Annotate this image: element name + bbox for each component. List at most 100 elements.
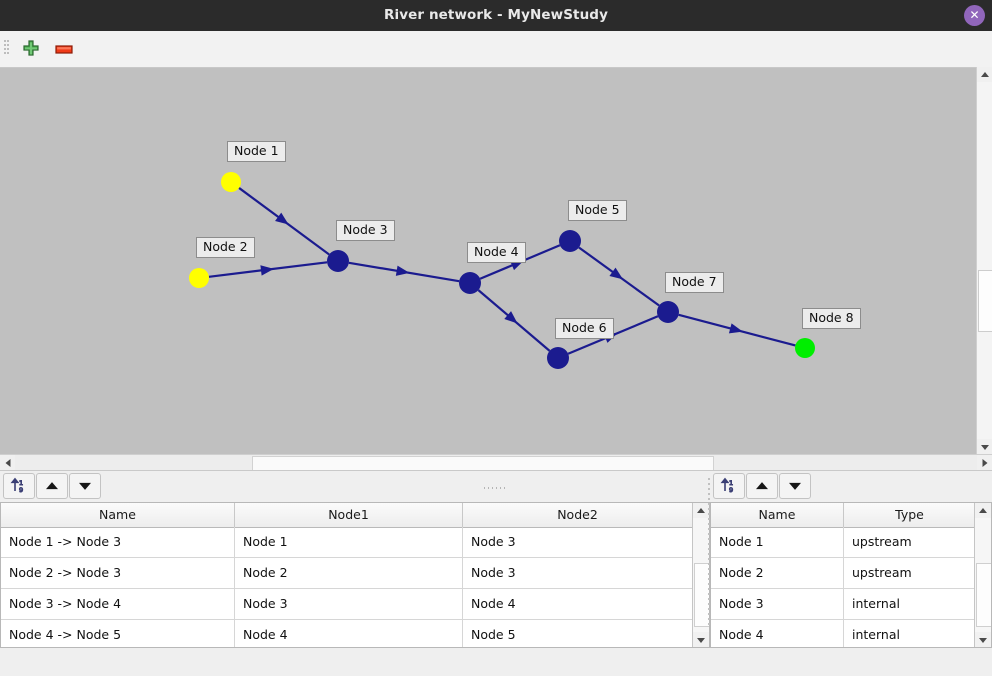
table-cell[interactable]: Node 4 (235, 620, 463, 647)
table-cell[interactable]: Node 3 (235, 589, 463, 619)
table-cell[interactable]: Node 3 (463, 558, 693, 588)
graph-node[interactable] (795, 338, 815, 358)
node-label[interactable]: Node 8 (802, 308, 861, 329)
graph-node[interactable] (459, 272, 481, 294)
table-cell[interactable]: Node 1 (711, 527, 844, 557)
column-header[interactable]: Node2 (463, 503, 693, 527)
network-edge (238, 187, 330, 256)
network-edge (348, 261, 460, 283)
sort-branches-button[interactable]: 1 9 (3, 473, 35, 499)
node-scroll-track[interactable] (975, 518, 991, 632)
toolbar-grip[interactable] (4, 40, 9, 58)
canvas-vscroll-track[interactable] (977, 82, 992, 439)
svg-text:1: 1 (19, 479, 23, 487)
table-cell[interactable]: Node 5 (463, 620, 693, 647)
title-bar: River network - MyNewStudy ✕ (0, 0, 992, 31)
node-scroll-up-icon[interactable] (975, 503, 991, 518)
table-cell[interactable]: Node 2 (711, 558, 844, 588)
graph-node[interactable] (221, 172, 241, 192)
node-label[interactable]: Node 7 (665, 272, 724, 293)
close-glyph: ✕ (969, 8, 980, 22)
table-cell[interactable]: internal (844, 589, 976, 619)
table-cell[interactable]: Node 4 (711, 620, 844, 647)
move-branch-up-button[interactable] (36, 473, 68, 499)
splitter-grip (484, 474, 508, 493)
move-node-down-button[interactable] (779, 473, 811, 499)
toolbar (0, 31, 992, 68)
node-label[interactable]: Node 6 (555, 318, 614, 339)
svg-text:9: 9 (19, 486, 23, 494)
table-cell[interactable]: Node 3 (463, 527, 693, 557)
branch-scroll-track[interactable] (693, 518, 709, 632)
close-icon[interactable]: ✕ (964, 5, 985, 26)
network-canvas[interactable]: Node 1 Node 2 Node 3 Node 4 Node 5 Node 6 Node… (0, 67, 992, 455)
column-header[interactable]: Type (844, 503, 976, 527)
branch-table-scrollbar[interactable] (692, 503, 709, 647)
table-cell[interactable]: Node 3 (711, 589, 844, 619)
branch-scroll-thumb[interactable] (694, 563, 709, 627)
move-node-up-button[interactable] (746, 473, 778, 499)
node-label[interactable]: Node 4 (467, 242, 526, 263)
node-label[interactable]: Node 1 (227, 141, 286, 162)
canvas-scroll-down-icon[interactable] (977, 439, 992, 454)
delete-node-button[interactable] (52, 38, 76, 60)
network-edge (477, 289, 551, 352)
node-table-scrollbar[interactable] (974, 503, 991, 647)
canvas-scroll-right-icon[interactable] (977, 455, 992, 471)
column-header[interactable]: Name (711, 503, 844, 527)
node-label[interactable]: Node 2 (196, 237, 255, 258)
node-label[interactable]: Node 3 (336, 220, 395, 241)
node-label[interactable]: Node 5 (568, 200, 627, 221)
canvas-scroll-up-icon[interactable] (977, 67, 992, 82)
canvas-hscroll-track[interactable] (15, 455, 977, 472)
table-cell[interactable]: Node 4 -> Node 5 (1, 620, 235, 647)
add-node-button[interactable] (19, 38, 43, 60)
table-cell[interactable]: Node 2 (235, 558, 463, 588)
table-cell[interactable]: upstream (844, 558, 976, 588)
branch-scroll-down-icon[interactable] (693, 632, 709, 647)
svg-text:1: 1 (729, 479, 733, 487)
canvas-vertical-scrollbar[interactable] (976, 67, 992, 454)
graph-node[interactable] (657, 301, 679, 323)
canvas-horizontal-scrollbar[interactable] (0, 454, 992, 472)
table-cell[interactable]: internal (844, 620, 976, 647)
table-cell[interactable]: Node 1 (235, 527, 463, 557)
node-scroll-thumb[interactable] (976, 563, 991, 627)
canvas-scroll-left-icon[interactable] (0, 455, 15, 471)
column-header[interactable]: Node1 (235, 503, 463, 527)
horizontal-panel-splitter[interactable] (708, 478, 711, 650)
table-cell[interactable]: Node 1 -> Node 3 (1, 527, 235, 557)
graph-node[interactable] (547, 347, 569, 369)
network-edge (578, 246, 660, 307)
column-header[interactable]: Name (1, 503, 235, 527)
canvas-vscroll-thumb[interactable] (978, 270, 992, 332)
table-cell[interactable]: Node 2 -> Node 3 (1, 558, 235, 588)
table-cell[interactable]: Node 4 (463, 589, 693, 619)
graph-node[interactable] (327, 250, 349, 272)
move-branch-down-button[interactable] (69, 473, 101, 499)
table-cell[interactable]: upstream (844, 527, 976, 557)
svg-text:9: 9 (729, 486, 733, 494)
table-cell[interactable]: Node 3 -> Node 4 (1, 589, 235, 619)
graph-node[interactable] (559, 230, 581, 252)
node-scroll-down-icon[interactable] (975, 632, 991, 647)
panel-splitter[interactable] (0, 470, 992, 489)
branch-scroll-up-icon[interactable] (693, 503, 709, 518)
graph-node[interactable] (189, 268, 209, 288)
sort-nodes-button[interactable]: 1 9 (713, 473, 745, 499)
